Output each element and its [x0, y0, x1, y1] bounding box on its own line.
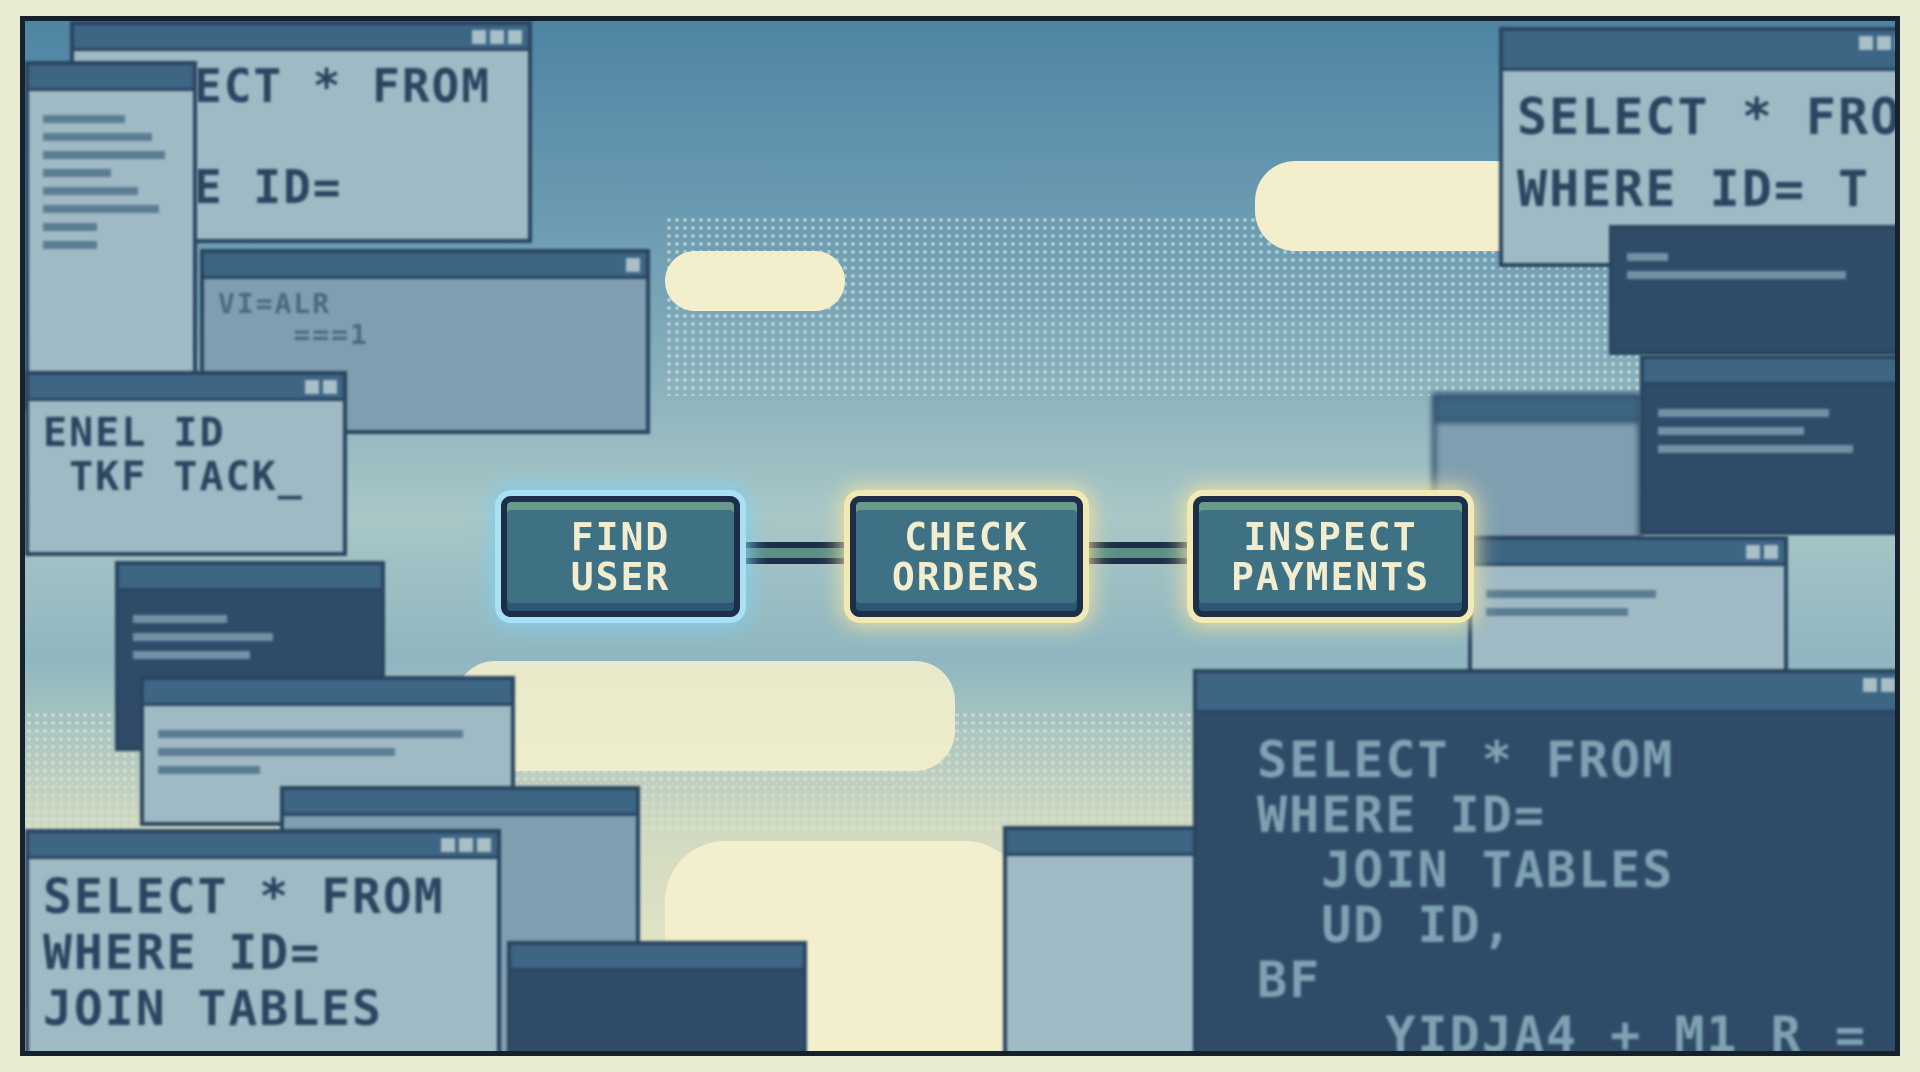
window-code: SELECT * FRO WHERE ID= T [1517, 88, 1900, 218]
cloud [665, 251, 845, 311]
cloud [1255, 161, 1535, 251]
step-label: ORDERS [891, 554, 1042, 599]
sql-window: SELECT * FROM WHERE ID= JOIN TABLES UD I… [1193, 669, 1895, 1056]
scene-frame: ECT * FROM E ID= VI=ALR ===1 ENEL ID TKF… [20, 16, 1900, 1056]
step-label: CHECK [904, 514, 1029, 559]
window-code: ENEL ID TKF TACK_ [43, 410, 304, 500]
cloud [455, 661, 955, 771]
connector [735, 542, 865, 564]
list-window [25, 61, 197, 411]
window [507, 941, 807, 1051]
window-code: ECT * FROM E ID= [194, 59, 491, 215]
connector [1079, 542, 1209, 564]
step-label: FIND [570, 514, 671, 559]
window-code: SELECT * FROM WHERE ID= JOIN TABLES UD I… [1257, 731, 1867, 1056]
window-code: SELECT * FROM WHERE ID= JOIN TABLES [43, 869, 445, 1037]
terminal-window: ENEL ID TKF TACK_ [25, 371, 347, 556]
window [1003, 826, 1203, 1051]
step-label: PAYMENTS [1230, 554, 1431, 599]
step-label: USER [570, 554, 671, 599]
window [1640, 355, 1895, 535]
window-code: VI=ALR ===1 [218, 287, 369, 351]
window [1609, 225, 1895, 355]
step-label: INSPECT [1243, 514, 1418, 559]
window [1468, 536, 1788, 676]
sql-window: SELECT * FROM WHERE ID= JOIN TABLES [25, 829, 501, 1051]
